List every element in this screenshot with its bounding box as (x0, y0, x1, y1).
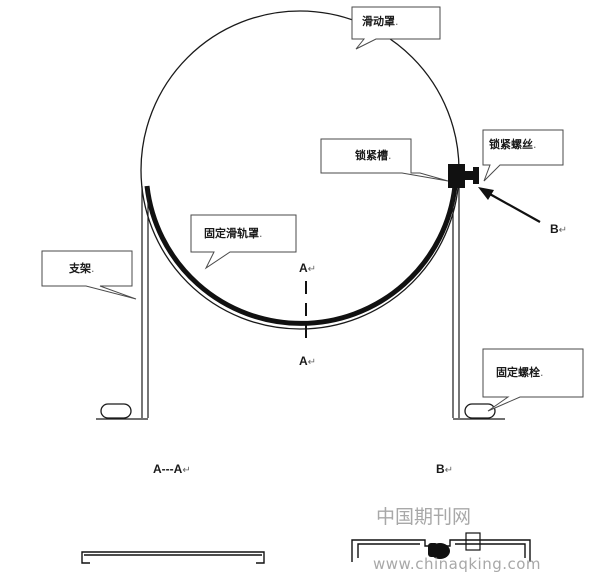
callout-sliding-hood-label: 滑动罩 (362, 14, 395, 28)
return-glyph: ↵ (445, 465, 453, 476)
svg-text:固定滑轨罩.: 固定滑轨罩. (204, 226, 263, 240)
callout-sliding-hood: 滑动罩. (351, 6, 441, 50)
left-bolt (100, 403, 132, 419)
svg-text:固定螺栓.: 固定螺栓. (496, 365, 544, 379)
locking-screw-head (473, 167, 479, 184)
svg-text:B↵: B↵ (550, 222, 567, 236)
return-glyph: ↵ (182, 465, 190, 476)
arrow-b (478, 187, 541, 223)
marker-section-bottom: A (299, 354, 308, 368)
section-view-a-a (81, 551, 265, 564)
fixed-rail-hood-arc (144, 185, 458, 326)
svg-text:滑动罩.: 滑动罩. (362, 14, 399, 28)
svg-text:A---A↵: A---A↵ (153, 462, 191, 476)
svg-text:A↵: A↵ (299, 261, 316, 275)
svg-text:锁紧槽.: 锁紧槽. (355, 148, 392, 162)
return-glyph: ↵ (559, 225, 567, 236)
callout-fixing-bolt: 固定螺栓. (482, 348, 584, 412)
marker-arrow-b: B (550, 222, 559, 236)
callout-locking-groove: 锁紧槽. (320, 138, 449, 182)
svg-text:锁紧螺丝.: 锁紧螺丝. (489, 137, 537, 151)
callout-locking-screw-label: 锁紧螺丝 (489, 137, 533, 151)
left-bracket (96, 186, 149, 420)
callout-bracket-label: 支架 (68, 261, 91, 275)
watermark-chinese: 中国期刊网 (376, 506, 471, 528)
callout-fixed-rail-hood: 固定滑轨罩. (190, 214, 297, 270)
locking-block-view-b (430, 543, 450, 559)
locking-screw (465, 171, 473, 180)
svg-text:支架.: 支架. (68, 261, 95, 275)
svg-text:A↵: A↵ (299, 354, 316, 368)
svg-text:B↵: B↵ (436, 462, 453, 476)
callout-locking-screw: 锁紧螺丝. (482, 129, 564, 182)
return-glyph: ↵ (308, 357, 316, 368)
locking-groove-block (448, 164, 465, 188)
view-b-detail (351, 532, 531, 562)
right-bolt (464, 403, 496, 419)
marker-section-top: A (299, 261, 308, 275)
callout-locking-groove-label: 锁紧槽 (355, 148, 388, 162)
return-glyph: ↵ (308, 264, 316, 275)
section-view-label: A---A (153, 462, 183, 476)
watermark-url: www.chinaqking.com (373, 555, 541, 573)
callout-bracket: 支架. (41, 250, 137, 300)
right-bracket (452, 186, 505, 420)
view-b-label: B (436, 462, 445, 476)
callout-fixed-rail-hood-label: 固定滑轨罩 (204, 226, 259, 240)
callout-fixing-bolt-label: 固定螺栓 (496, 365, 540, 379)
